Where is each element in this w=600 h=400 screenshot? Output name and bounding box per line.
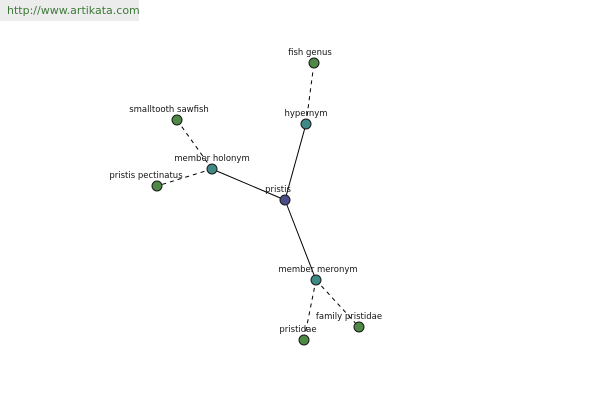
label-pristis[interactable]: pristis <box>265 185 291 195</box>
label-smalltooth-sawfish[interactable]: smalltooth sawfish <box>129 105 209 115</box>
node-pristis[interactable] <box>279 194 291 206</box>
node-fish-genus[interactable] <box>308 57 320 69</box>
edge-center-holonym <box>211 168 286 201</box>
node-member-holonym[interactable] <box>206 163 218 175</box>
node-member-meronym[interactable] <box>310 274 322 286</box>
label-pristidae[interactable]: pristidae <box>279 325 316 335</box>
edge-center-meronym <box>284 199 317 281</box>
label-hypernym[interactable]: hypernym <box>284 109 327 119</box>
source-url[interactable]: http://www.artikata.com <box>0 0 140 21</box>
edge-holonym-pristis-pectinatus <box>156 168 213 187</box>
label-member-meronym[interactable]: member meronym <box>278 265 357 275</box>
node-smalltooth-sawfish[interactable] <box>171 114 183 126</box>
label-member-holonym[interactable]: member holonym <box>174 154 249 164</box>
node-pristis-pectinatus[interactable] <box>151 180 163 192</box>
edge-meronym-pristidae <box>303 279 317 341</box>
label-fish-genus[interactable]: fish genus <box>288 48 332 58</box>
edge-meronym-family-pristidae <box>315 279 360 328</box>
label-family-pristidae[interactable]: family pristidae <box>316 312 382 322</box>
edge-center-hypernym <box>284 123 307 201</box>
node-family-pristidae[interactable] <box>353 321 365 333</box>
edge-hypernym-fish-genus <box>305 62 315 125</box>
node-hypernym[interactable] <box>300 118 312 130</box>
label-pristis-pectinatus[interactable]: pristis pectinatus <box>109 171 183 181</box>
edge-holonym-smalltooth-sawfish <box>176 119 213 170</box>
node-pristidae[interactable] <box>298 334 310 346</box>
